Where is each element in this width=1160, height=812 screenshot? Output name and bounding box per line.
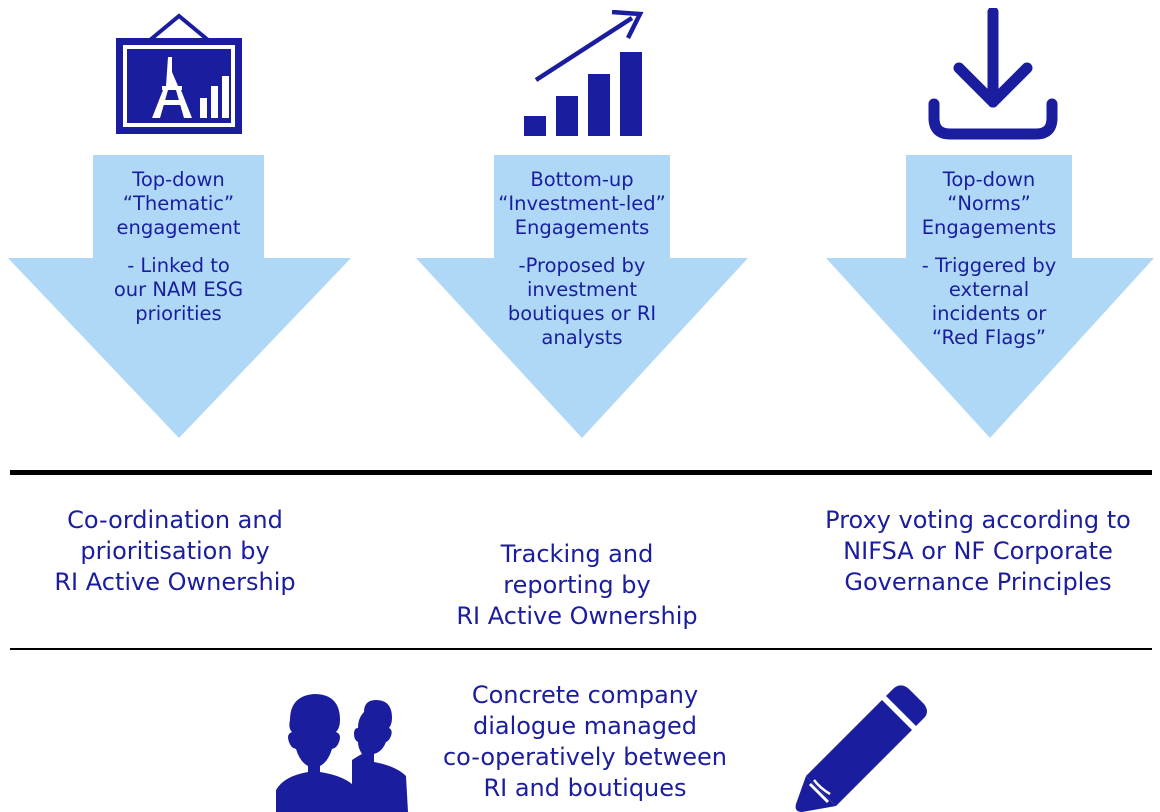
- arrow-text-thematic: Top-down “Thematic” engagement - Linked …: [93, 168, 264, 326]
- divider-thin: [10, 648, 1152, 650]
- proxy-voting-text: Proxy voting according to NIFSA or NF Co…: [825, 506, 1131, 596]
- arrow-title: Bottom-up “Investment-led” Engagements: [498, 168, 666, 239]
- tracking-text: Tracking and reporting by RI Active Owne…: [456, 540, 698, 630]
- divider-thick: [10, 470, 1152, 475]
- pencil-icon: [790, 684, 930, 812]
- dialogue-text: Concrete company dialogue managed co-ope…: [442, 681, 727, 802]
- arrow-detail: -Proposed by investment boutiques or RI …: [507, 254, 657, 349]
- arrow-title: Top-down “Norms” Engagements: [921, 168, 1057, 239]
- people-icon: [276, 690, 412, 812]
- arrow-detail: - Triggered by external incidents or “Re…: [921, 254, 1057, 349]
- arrow-text-investment: Bottom-up “Investment-led” Engagements -…: [494, 168, 670, 350]
- arrow-bottom-up-investment: [416, 155, 748, 438]
- growth-bar-chart-icon: [516, 10, 648, 140]
- arrow-top-down-thematic: [8, 155, 351, 438]
- arrow-text-norms: Top-down “Norms” Engagements - Triggered…: [906, 168, 1072, 350]
- arrow-title: Top-down “Thematic” engagement: [116, 168, 241, 239]
- paris-picture-frame-icon: [112, 12, 246, 138]
- download-icon: [926, 8, 1060, 142]
- coordination-text: Co-ordination and prioritisation by RI A…: [54, 506, 296, 596]
- arrow-top-down-norms: [826, 155, 1154, 438]
- arrow-detail: - Linked to our NAM ESG priorities: [113, 254, 244, 325]
